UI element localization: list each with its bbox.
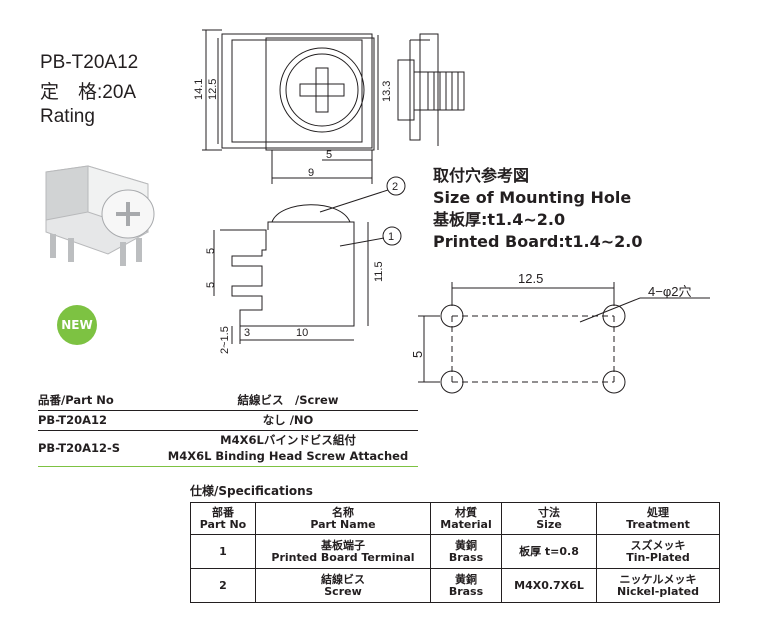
dim-5-top: 5 xyxy=(326,149,332,161)
dim-2-1-5: 2~1.5 xyxy=(219,326,231,354)
spec-mat-en: Brass xyxy=(448,584,484,598)
spec-size: 板厚 t=0.8 xyxy=(501,534,597,569)
spec-name-en: Printed Board Terminal xyxy=(271,550,415,564)
part-cell: PB-T20A12-S xyxy=(38,441,121,455)
spec-treat-en: Tin-Plated xyxy=(626,550,690,564)
spec-size: M4X0.7X6L xyxy=(501,568,597,603)
part-number-table: 品番/Part No 結線ビス /Screw PB-T20A12 なし /NO … xyxy=(38,390,418,467)
dim-14-1: 14.1 xyxy=(193,79,205,100)
table-row: PB-T20A12-S M4X6Lバインドビス組付 M4X6L Binding … xyxy=(38,430,418,466)
callout-1: 1 xyxy=(388,231,394,243)
dim-10: 10 xyxy=(296,327,308,339)
board-thickness-jp: 基板厚:t1.4~2.0 xyxy=(433,210,566,229)
screw-cell-en: M4X6L Binding Head Screw Attached xyxy=(167,449,409,463)
dim-11-5: 11.5 xyxy=(373,261,385,282)
dim-9: 9 xyxy=(308,167,314,179)
board-thickness-en: Printed Board:t1.4~2.0 xyxy=(433,232,643,251)
header-part-no-en: Part No xyxy=(199,517,247,531)
technical-drawing: 14.1 12.5 13.3 5 9 5 5 11.5 2~1.5 3 10 2… xyxy=(193,29,710,394)
header-name-en: Part Name xyxy=(310,517,376,531)
spec-mat-jp: 黄銅 xyxy=(455,538,477,552)
pitch-label: 12.5 xyxy=(518,271,543,286)
dim-13-3: 13.3 xyxy=(381,81,393,102)
header-material-en: Material xyxy=(440,517,492,531)
new-badge: NEW xyxy=(57,305,97,345)
header-name-jp: 名称 xyxy=(332,505,354,519)
spec-name-jp: 結線ビス xyxy=(321,572,365,586)
header-material-jp: 材質 xyxy=(455,505,477,519)
hole-label: 4−φ2穴 xyxy=(648,284,691,299)
dim-3: 3 xyxy=(244,327,250,339)
height-label: 5 xyxy=(410,351,425,358)
spec-mat-jp: 黄銅 xyxy=(455,572,477,586)
rating-en: Rating xyxy=(40,106,95,127)
dim-12-5: 12.5 xyxy=(207,79,219,100)
screw-cell: なし /NO xyxy=(262,413,314,427)
dim-5-b: 5 xyxy=(205,282,217,288)
spec-no: 2 xyxy=(190,568,256,603)
screw-cell-jp: M4X6Lバインドビス組付 xyxy=(220,433,356,447)
spec-name-jp: 基板端子 xyxy=(321,538,365,552)
table-row: PB-T20A12 なし /NO xyxy=(38,410,418,430)
spec-title: 仕様/Specifications xyxy=(190,484,313,498)
spec-treat-jp: ニッケルメッキ xyxy=(619,572,697,586)
header-size-jp: 寸法 xyxy=(538,505,560,519)
header-part-no-jp: 部番 xyxy=(212,505,234,519)
spec-no: 1 xyxy=(190,534,256,569)
callout-2: 2 xyxy=(392,181,398,193)
model-title: PB-T20A12 xyxy=(40,52,139,73)
spec-treat-en: Nickel-plated xyxy=(617,584,699,598)
header-treatment-en: Treatment xyxy=(626,517,690,531)
header-treatment-jp: 処理 xyxy=(647,505,669,519)
part-header: 品番/Part No xyxy=(38,392,114,407)
screw-header: 結線ビス /Screw xyxy=(237,392,339,407)
rating-jp: 定 格:20A xyxy=(40,82,137,103)
mounting-title-jp: 取付穴参考図 xyxy=(433,166,530,185)
header-size-en: Size xyxy=(536,517,562,531)
spec-treat-jp: スズメッキ xyxy=(630,538,686,552)
spec-mat-en: Brass xyxy=(448,550,484,564)
mounting-title-en: Size of Mounting Hole xyxy=(433,188,632,207)
dim-5-a: 5 xyxy=(205,248,217,254)
spec-name-en: Screw xyxy=(324,584,362,598)
part-cell: PB-T20A12 xyxy=(38,413,108,427)
product-illustration xyxy=(45,165,155,266)
